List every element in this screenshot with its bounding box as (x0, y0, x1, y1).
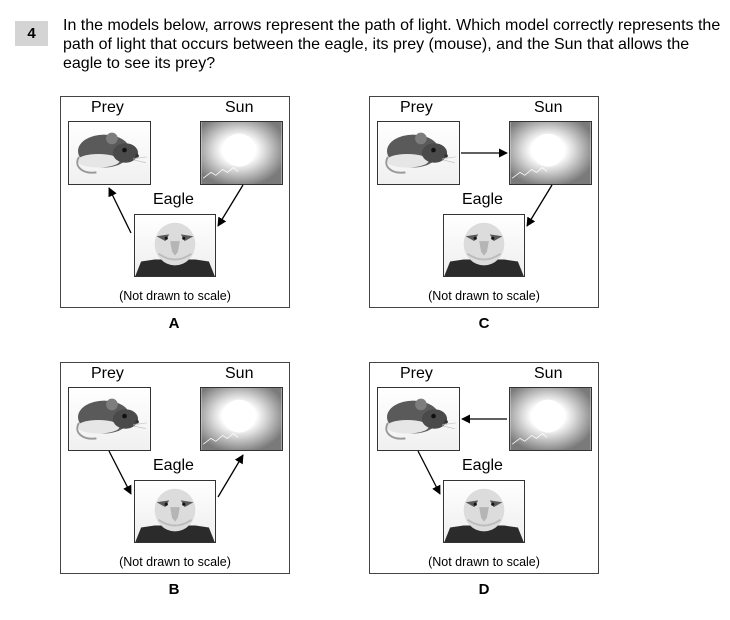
scale-note: (Not drawn to scale) (428, 289, 540, 303)
model-c-arrows (461, 148, 553, 227)
mouse-photo-icon (68, 387, 151, 451)
model-a-arrows (108, 184, 244, 234)
model-b-panel: Prey Sun Eagle (Not drawn to scale) (60, 362, 290, 574)
prey-label: Prey (91, 365, 124, 382)
prey-label: Prey (91, 99, 124, 116)
question-number: 4 (15, 21, 48, 46)
eagle-label: Eagle (153, 191, 194, 208)
question-text: In the models below, arrows represent th… (63, 17, 721, 72)
prey-label: Prey (400, 99, 433, 116)
eagle-label: Eagle (153, 457, 194, 474)
prey-label: Prey (400, 365, 433, 382)
model-d-panel: Prey Sun Eagle (Not drawn to scale) (369, 362, 599, 574)
eagle-photo-icon (443, 480, 525, 543)
sun-label: Sun (225, 365, 254, 382)
eagle-label: Eagle (462, 457, 503, 474)
sun-photo-icon (509, 121, 592, 185)
eagle-photo-icon (134, 214, 216, 277)
model-b-letter: B (168, 581, 180, 598)
sun-photo-icon (200, 387, 283, 451)
arrow-sun-to-eagle (217, 184, 244, 227)
model-a-panel: Prey Sun Eagle (Not drawn to scale) (60, 96, 290, 308)
sun-photo-icon (509, 387, 592, 451)
arrow-eagle-to-prey (108, 187, 132, 234)
arrow-eagle-to-sun (217, 454, 244, 498)
mouse-photo-icon (68, 121, 151, 185)
model-b-arrows (108, 450, 244, 498)
eagle-label: Eagle (462, 191, 503, 208)
sun-label: Sun (225, 99, 254, 116)
sun-photo-icon (200, 121, 283, 185)
model-d-letter: D (478, 581, 490, 598)
mouse-photo-icon (377, 121, 460, 185)
eagle-photo-icon (443, 214, 525, 277)
eagle-photo-icon (134, 480, 216, 543)
sun-label: Sun (534, 99, 563, 116)
arrow-sun-to-eagle (526, 184, 553, 227)
scale-note: (Not drawn to scale) (119, 289, 231, 303)
arrow-prey-to-eagle (417, 450, 441, 495)
scale-note: (Not drawn to scale) (119, 555, 231, 569)
model-c-letter: C (478, 315, 490, 332)
model-a-letter: A (168, 315, 180, 332)
scale-note: (Not drawn to scale) (428, 555, 540, 569)
mouse-photo-icon (377, 387, 460, 451)
sun-label: Sun (534, 365, 563, 382)
model-d-arrows (417, 414, 507, 495)
model-c-panel: Prey Sun Eagle (Not drawn to scale) (369, 96, 599, 308)
arrow-prey-to-eagle (108, 450, 132, 495)
